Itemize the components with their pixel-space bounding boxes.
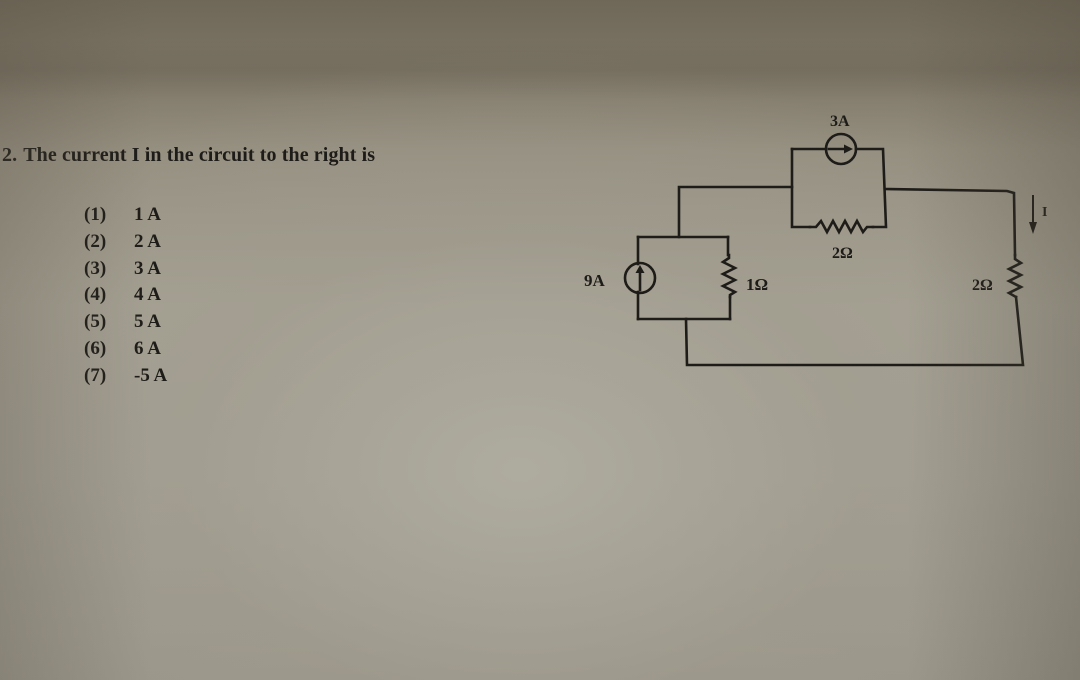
option-label: (3) bbox=[84, 257, 107, 279]
answer-options: (1) 1 A (2) 2 A (3) 3 A (4) 4 A (5) 5 A (6) 6 … bbox=[84, 202, 167, 390]
arrow-up-icon bbox=[635, 265, 645, 273]
option-label: (7) bbox=[84, 364, 107, 386]
resistor-right bbox=[1006, 253, 1024, 299]
question-number: 2. bbox=[2, 144, 18, 166]
option-label: (5) bbox=[84, 311, 107, 333]
option-label: (4) bbox=[84, 284, 107, 306]
label-I: I bbox=[1042, 205, 1047, 220]
arrow-right-icon bbox=[844, 144, 853, 154]
circuit-wires bbox=[636, 147, 1025, 367]
option-value: 3 A bbox=[134, 257, 161, 279]
resistor-left bbox=[720, 253, 738, 299]
circuit-diagram: 9A 1Ω 3A 2Ω 2Ω I bbox=[584, 113, 1047, 367]
option-label: (6) bbox=[84, 337, 107, 359]
bleed-through-text bbox=[0, 40, 1080, 100]
option-value: 1 A bbox=[134, 204, 161, 225]
option-label: (2) bbox=[84, 230, 107, 252]
current-source-top bbox=[824, 132, 858, 166]
answer-option: (6) 6 A bbox=[84, 336, 167, 363]
answer-option: (1) 1 A bbox=[84, 202, 167, 229]
option-value: 5 A bbox=[134, 311, 161, 333]
answer-option: (4) 4 A bbox=[84, 282, 167, 309]
option-value: 6 A bbox=[134, 337, 161, 359]
answer-option: (3) 3 A bbox=[84, 256, 167, 283]
option-value: -5 A bbox=[134, 364, 168, 386]
answer-option: (7) -5 A bbox=[84, 363, 167, 390]
option-value: 4 A bbox=[134, 284, 161, 306]
answer-option: (5) 5 A bbox=[84, 309, 167, 336]
label-9A: 9A bbox=[584, 271, 606, 290]
question-prompt: 2.The current I in the circuit to the ri… bbox=[2, 144, 375, 167]
label-2ohm-top: 2Ω bbox=[832, 245, 853, 262]
arrow-down-icon bbox=[1029, 222, 1037, 234]
resistor-top bbox=[808, 218, 875, 235]
label-1ohm: 1Ω bbox=[746, 275, 768, 294]
question-text: The current I in the circuit to the righ… bbox=[23, 144, 376, 166]
option-value: 2 A bbox=[134, 230, 161, 252]
current-source-left bbox=[623, 261, 657, 295]
label-3A: 3A bbox=[830, 113, 850, 130]
current-I-indicator bbox=[1029, 195, 1037, 234]
option-label: (1) bbox=[84, 204, 107, 225]
answer-option: (2) 2 A bbox=[84, 229, 167, 256]
label-2ohm-right: 2Ω bbox=[972, 277, 993, 294]
